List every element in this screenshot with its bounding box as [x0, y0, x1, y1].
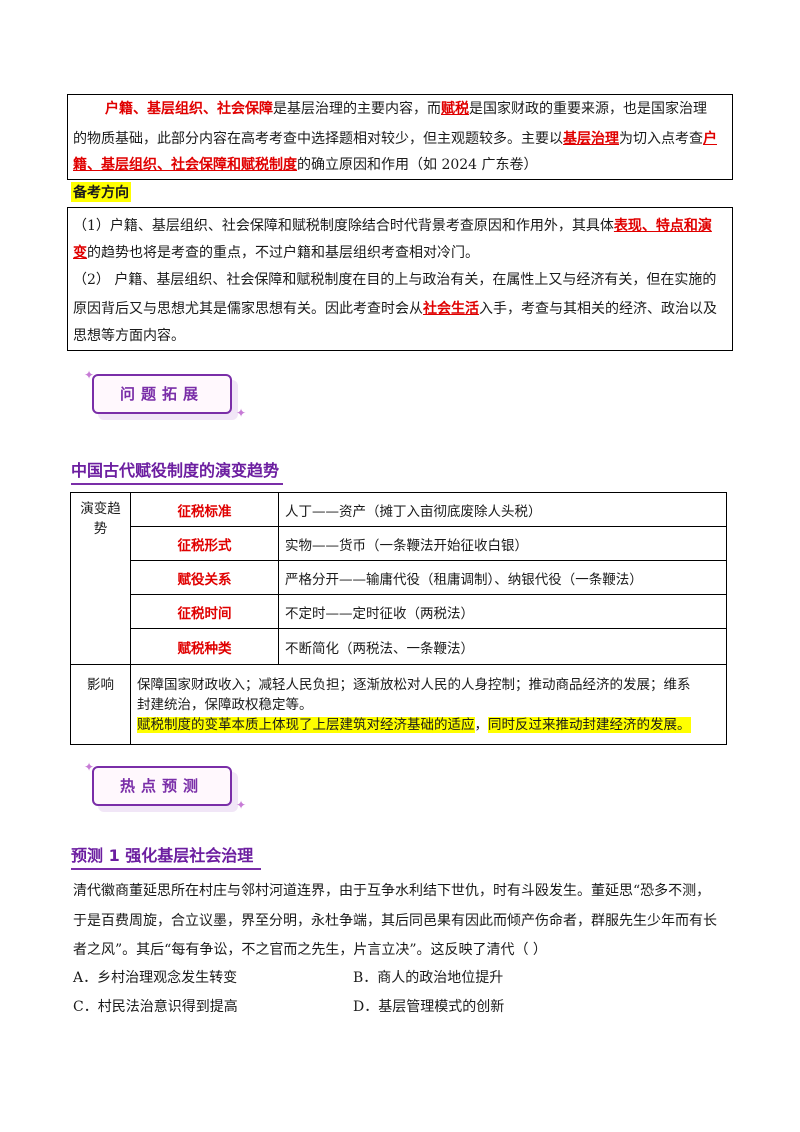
- direction-p1-line2: 变的趋势也将是考查的重点，不过户籍和基层组织考查相对冷门。: [73, 245, 479, 261]
- impact-line-2: 封建统治，保障政权稳定等。: [137, 696, 313, 713]
- heading-forecast-1: 预测 1 强化基层社会治理: [71, 842, 261, 870]
- impact-highlight: 赋税制度的变革本质上体现了上层建筑对经济基础的适应，同时反过来推动封建经济的发展…: [137, 716, 691, 733]
- row-value: 不断简化（两税法、一条鞭法）: [278, 628, 727, 665]
- intro-box: [67, 94, 733, 180]
- question-line-3: 者之风”。其后“每有争讼，不之官而之先生，片言立决”。这反映了清代（ ）: [73, 942, 547, 958]
- row-value: 实物——货币（一条鞭法开始征收白银）: [278, 526, 727, 561]
- intro-line-2: 的物质基础，此部分内容在高考考查中选择题相对较少，但主观题较多。主要以基层治理为…: [73, 131, 717, 147]
- row-label: 赋税种类: [130, 628, 279, 665]
- sparkle-icon: ✦: [236, 406, 247, 420]
- row-label: 征税形式: [130, 526, 279, 561]
- row-label: 赋役关系: [130, 560, 279, 595]
- sparkle-icon: ✦: [236, 798, 247, 812]
- row-label: 征税时间: [130, 594, 279, 629]
- direction-p2-line3: 思想等方面内容。: [73, 328, 185, 344]
- intro-line-3: 籍、基层组织、社会保障和赋税制度的确立原因和作用（如 2024 广东卷）: [73, 157, 538, 173]
- direction-p2-line1: （2） 户籍、基层组织、社会保障和赋税制度在目的上与政治有关，在属性上又与经济有…: [73, 272, 717, 288]
- row-label: 征税标准: [130, 492, 279, 527]
- question-line-2: 于是百费周旋，合立议墨，界至分明，永杜争端，其后同邑果有因此而倾产伤命者，群服先…: [73, 913, 717, 929]
- banner-hot-forecast: 热点预测 ✦ ✦: [84, 760, 246, 818]
- intro-line-1: 户籍、基层组织、社会保障是基层治理的主要内容，而赋税是国家财政的重要来源，也是国…: [105, 101, 707, 117]
- option-c[interactable]: C．村民法治意识得到提高: [73, 999, 238, 1015]
- option-a[interactable]: A．乡村治理观念发生转变: [73, 970, 238, 986]
- tax-evolution-table: 演变趋势 征税标准 人丁——资产（摊丁入亩彻底废除人头税） 征税形式 实物——货…: [70, 492, 727, 745]
- section-title: 备考方向: [71, 182, 131, 202]
- row-value: 不定时——定时征收（两税法）: [278, 594, 727, 629]
- sparkle-icon: ✦: [84, 760, 95, 774]
- row-value: 严格分开——输庸代役（租庸调制）、纳银代役（一条鞭法）: [278, 560, 727, 595]
- option-d[interactable]: D．基层管理模式的创新: [353, 999, 505, 1015]
- banner-title: 热点预测: [119, 777, 204, 795]
- question-line-1: 清代徽商董延思所在村庄与邻村河道连界，由于互争水利结下世仇，时有斗殴发生。董延思…: [73, 883, 711, 899]
- option-b[interactable]: B．商人的政治地位提升: [353, 970, 504, 986]
- heading-tax-evolution: 中国古代赋役制度的演变趋势: [71, 457, 283, 485]
- impact-line-1: 保障国家财政收入；减轻人民负担；逐渐放松对人民的人身控制；推动商品经济的发展；维…: [137, 676, 691, 693]
- banner-problem-expansion: 问题拓展 ✦ ✦: [84, 368, 246, 426]
- impact-cell: 保障国家财政收入；减轻人民负担；逐渐放松对人民的人身控制；推动商品经济的发展；维…: [130, 664, 727, 745]
- sparkle-icon: ✦: [84, 368, 95, 382]
- row-value: 人丁——资产（摊丁入亩彻底废除人头税）: [278, 492, 727, 527]
- direction-p2-line2: 原因背后又与思想尤其是儒家思想有关。因此考查时会从社会生活入手，考查与其相关的经…: [73, 301, 717, 317]
- impact-label-cell: 影响: [70, 664, 131, 745]
- direction-box: [67, 207, 733, 351]
- trend-label-cell: 演变趋势: [70, 492, 131, 665]
- banner-title: 问题拓展: [119, 385, 204, 403]
- direction-p1-line1: （1）户籍、基层组织、社会保障和赋税制度除结合时代背景考查原因和作用外，其具体表…: [73, 218, 712, 234]
